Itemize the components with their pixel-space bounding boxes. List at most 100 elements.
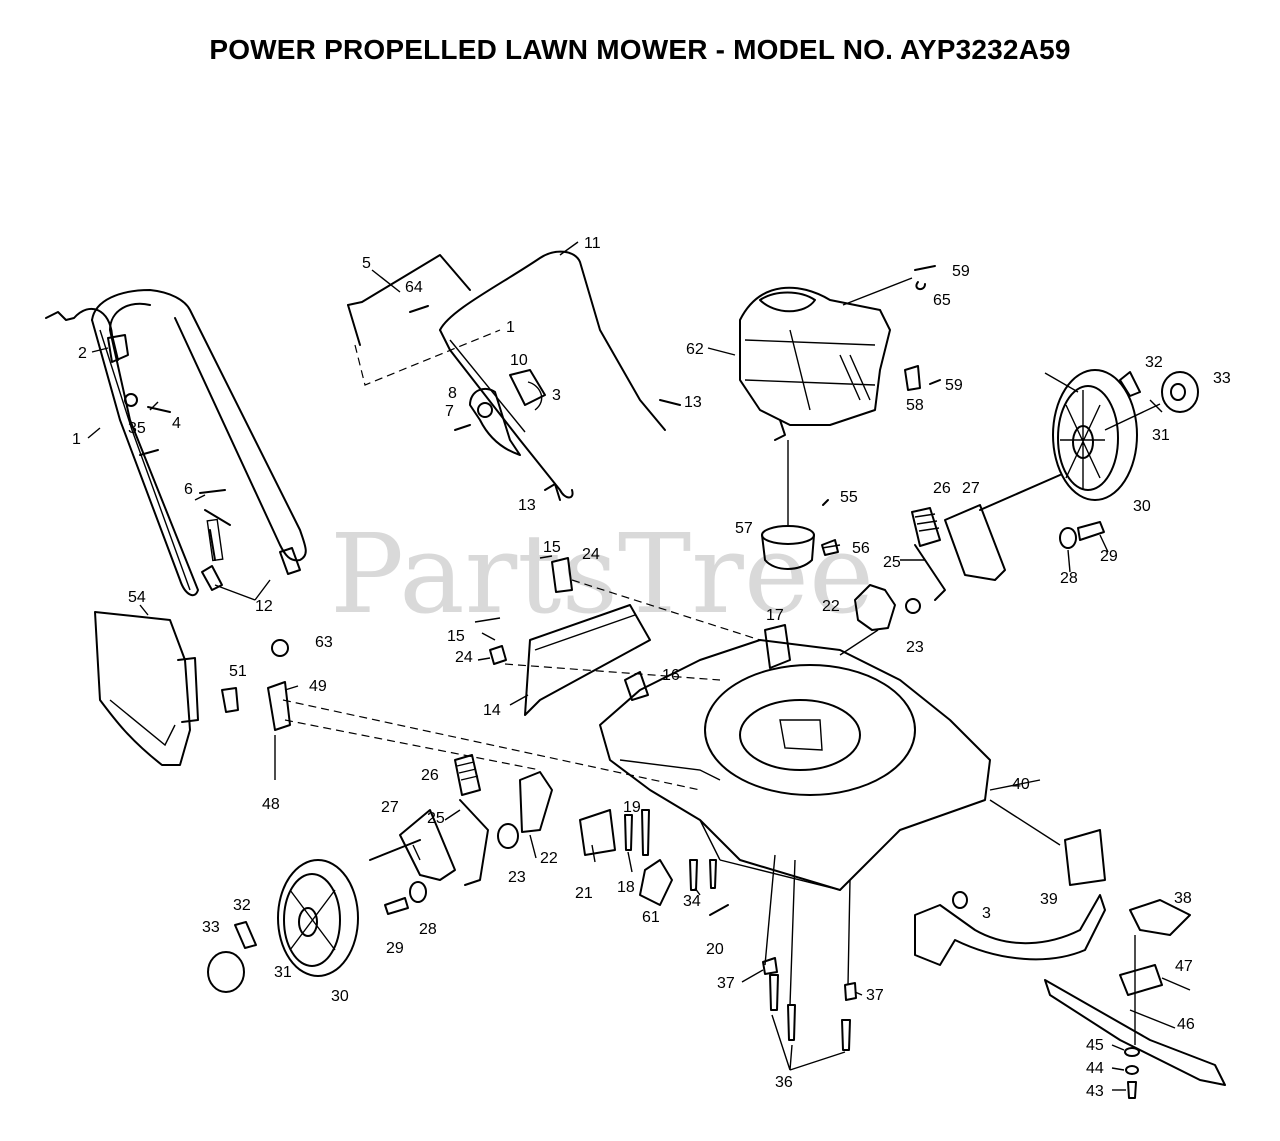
bracket-38 <box>1129 899 1191 936</box>
bolt-washer-28-29 <box>384 881 427 915</box>
wheel-cap-33 <box>1161 371 1199 413</box>
lbl-47: 47 <box>1175 958 1193 975</box>
bracket-17 <box>764 624 791 669</box>
lbl-7: 7 <box>445 403 454 420</box>
lbl-36: 36 <box>775 1074 793 1091</box>
deck-40 <box>599 639 991 891</box>
lbl-5: 5 <box>362 255 371 272</box>
lbl-17: 17 <box>766 607 784 624</box>
lbl-30b: 30 <box>331 988 349 1005</box>
lbl-31b: 31 <box>274 964 292 981</box>
watermark: PartsTree <box>330 510 874 638</box>
fasteners-58-59-65 <box>904 265 941 391</box>
lbl-35: 35 <box>128 420 146 437</box>
lbl-59b: 59 <box>945 377 963 394</box>
lbl-16: 16 <box>662 667 680 684</box>
lbl-24b: 24 <box>455 649 473 666</box>
lbl-57: 57 <box>735 520 753 537</box>
adapter-57 <box>761 525 815 570</box>
lbl-31a: 31 <box>1152 427 1170 444</box>
lbl-29b: 29 <box>386 940 404 957</box>
lbl-29a: 29 <box>1100 548 1118 565</box>
lbl-64: 64 <box>405 279 423 296</box>
diagram-title: POWER PROPELLED LAWN MOWER - MODEL NO. A… <box>209 34 1071 65</box>
lbl-12: 12 <box>255 598 273 615</box>
lbl-2: 2 <box>78 345 87 362</box>
grass-bag-54 <box>94 611 199 766</box>
lbl-8: 8 <box>448 385 457 402</box>
lbl-14: 14 <box>483 702 501 719</box>
lbl-21: 21 <box>575 885 593 902</box>
blade-adapter-47 <box>1119 964 1163 996</box>
lbl-61: 61 <box>642 909 660 926</box>
lbl-32a: 32 <box>1145 354 1163 371</box>
knob-3 <box>509 369 546 411</box>
lbl-15a: 15 <box>543 539 561 556</box>
lbl-30a: 30 <box>1133 498 1151 515</box>
blade-fasteners-43-44-45 <box>1124 1047 1140 1099</box>
key-56 <box>821 539 839 556</box>
washer-bolt-28-29 <box>1059 521 1105 549</box>
lbl-32b: 32 <box>233 897 251 914</box>
lbl-18: 18 <box>617 879 635 896</box>
lower-handle <box>91 289 307 597</box>
lbl-25a: 25 <box>883 554 901 571</box>
rear-door-49 <box>267 639 291 731</box>
lbl-48: 48 <box>262 796 280 813</box>
lbl-19: 19 <box>623 799 641 816</box>
clip-32 <box>234 921 257 949</box>
lbl-37a: 37 <box>717 975 735 992</box>
lbl-27a: 27 <box>962 480 980 497</box>
screws-36-37 <box>762 957 857 1051</box>
key-55 <box>822 499 829 506</box>
spring-6 <box>199 489 231 562</box>
lbl-55: 55 <box>840 489 858 506</box>
lbl-45: 45 <box>1086 1037 1104 1054</box>
lbl-33b: 33 <box>202 919 220 936</box>
bracket-16 <box>624 671 649 701</box>
lbl-23b: 23 <box>508 869 526 886</box>
lbl-28a: 28 <box>1060 570 1078 587</box>
nut-3 <box>952 891 968 909</box>
lbl-11: 11 <box>584 235 601 252</box>
lbl-22a: 22 <box>822 598 840 615</box>
lbl-3b: 3 <box>982 905 991 922</box>
lbl-26b: 26 <box>421 767 439 784</box>
lbl-49: 49 <box>309 678 327 695</box>
bail-mechanism-8 <box>454 387 521 456</box>
lbl-22b: 22 <box>540 850 558 867</box>
lbl-1a: 1 <box>506 319 515 336</box>
lbl-15b: 15 <box>447 628 465 645</box>
control-bar-5 <box>347 254 471 346</box>
lbl-37b: 37 <box>866 987 884 1004</box>
lbl-56: 56 <box>852 540 870 557</box>
rear-baffle-14 <box>524 604 651 716</box>
clip-32 <box>1119 371 1141 397</box>
lbl-63: 63 <box>315 634 333 651</box>
lbl-13a: 13 <box>684 394 702 411</box>
rear-wheel-30 <box>1052 369 1138 501</box>
lbl-28b: 28 <box>419 921 437 938</box>
lbl-46: 46 <box>1177 1016 1195 1033</box>
hubcap-33 <box>207 951 245 993</box>
lbl-43: 43 <box>1086 1083 1104 1100</box>
control-cable-2 <box>45 307 129 363</box>
lbl-4: 4 <box>172 415 181 432</box>
leader-5 <box>354 329 501 386</box>
lbl-13b: 13 <box>518 497 536 514</box>
lbl-1b: 1 <box>72 431 81 448</box>
lbl-51: 51 <box>229 663 247 680</box>
lbl-10: 10 <box>510 352 528 369</box>
gear-plate-22 <box>854 584 921 631</box>
clips-12 <box>201 547 301 591</box>
blade-46 <box>1044 979 1226 1086</box>
lbl-38: 38 <box>1174 890 1192 907</box>
screw-64 <box>409 305 429 313</box>
lbl-20: 20 <box>706 941 724 958</box>
assembly-lines <box>282 277 1161 1045</box>
adjuster-plate-22 <box>497 771 553 849</box>
lbl-26a: 26 <box>933 480 951 497</box>
callout-labels: 5 11 64 59 65 62 59 58 32 33 31 30 2 1 1… <box>72 235 1231 1100</box>
lbl-58: 58 <box>906 397 924 414</box>
